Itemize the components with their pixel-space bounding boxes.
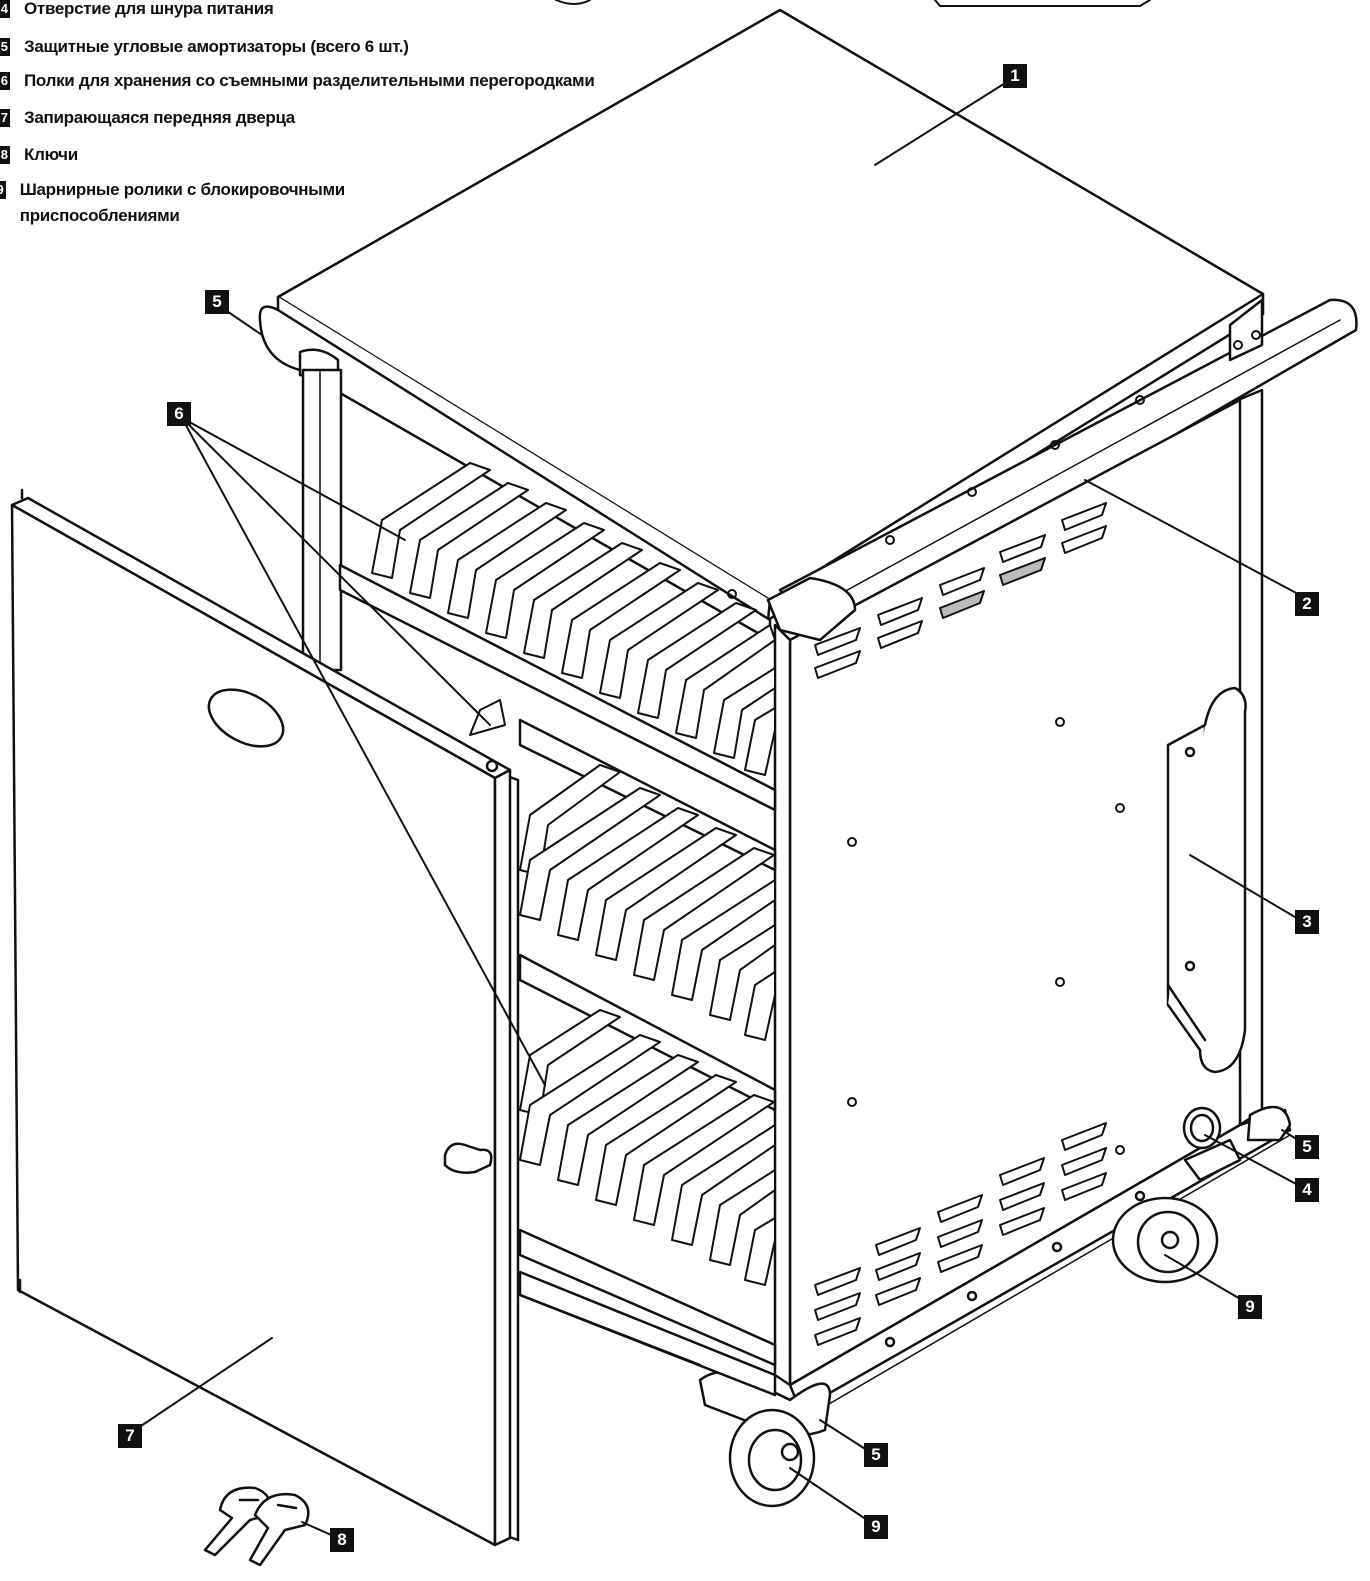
legend-number: 7 — [0, 109, 10, 127]
legend-number: 9 — [0, 181, 6, 199]
door-latch — [443, 1142, 493, 1174]
callout-2: 2 — [1295, 592, 1319, 616]
vent-slots-bottom — [814, 1122, 1107, 1346]
dividers-bottom-shelf — [519, 1009, 776, 1286]
callout-9-bottom: 9 — [864, 1515, 888, 1539]
panel-screws — [847, 717, 1125, 1155]
legend-item-8: 8 Ключи — [0, 145, 78, 168]
legend-item-4: 4 Отверстие для шнура питания — [0, 0, 274, 22]
leader-lines — [134, 79, 1301, 1539]
callout-3: 3 — [1295, 910, 1319, 934]
dividers-middle-shelf — [469, 699, 776, 1041]
rail-screws — [727, 330, 1261, 599]
legend-text: Шарнирные ролики с блокировочными приспо… — [19, 180, 345, 225]
legend-item-7: 7 Запирающаяся передняя дверца — [0, 108, 295, 131]
legend-item-5: 5 Защитные угловые амортизаторы (всего 6… — [0, 37, 409, 60]
callout-5-bottom: 5 — [864, 1443, 888, 1467]
callout-8: 8 — [330, 1528, 354, 1552]
legend-text: Защитные угловые амортизаторы (всего 6 ш… — [24, 37, 409, 56]
callout-4: 4 — [1295, 1178, 1319, 1202]
legend-number: 4 — [0, 0, 10, 18]
callout-5-top: 5 — [205, 290, 229, 314]
legend-text: Полки для хранения со съемными разделите… — [24, 71, 595, 90]
caster-right — [1111, 1138, 1242, 1284]
side-handle — [1166, 686, 1247, 1074]
legend-number: 5 — [0, 38, 10, 56]
keys — [203, 1486, 310, 1567]
legend-item-9: 9 Шарнирные ролики с блокировочными прис… — [0, 180, 360, 229]
legend-item-6: 6 Полки для хранения со съемными раздели… — [0, 71, 595, 94]
cart-floor — [518, 1270, 777, 1397]
dividers-top-shelf — [371, 462, 776, 776]
left-rear-post — [301, 368, 343, 672]
legend-text: Отверстие для шнура питания — [24, 0, 274, 18]
vent-slots-top — [814, 502, 1107, 679]
callout-5-right: 5 — [1295, 1135, 1319, 1159]
callout-9-right: 9 — [1238, 1295, 1262, 1319]
callout-6: 6 — [167, 402, 191, 426]
power-cord-hole — [1182, 1106, 1222, 1150]
legend-number: 8 — [0, 146, 10, 164]
legend-text: Запирающаяся передняя дверца — [24, 108, 295, 127]
right-top-rail — [778, 298, 1358, 642]
legend-number: 6 — [0, 72, 10, 90]
front-door — [10, 488, 512, 1547]
legend-text: Ключи — [24, 145, 78, 164]
caster-left — [728, 1408, 816, 1508]
top-edge-fragments — [555, 0, 1151, 7]
callout-1: 1 — [1003, 64, 1027, 88]
callout-7: 7 — [118, 1424, 142, 1448]
